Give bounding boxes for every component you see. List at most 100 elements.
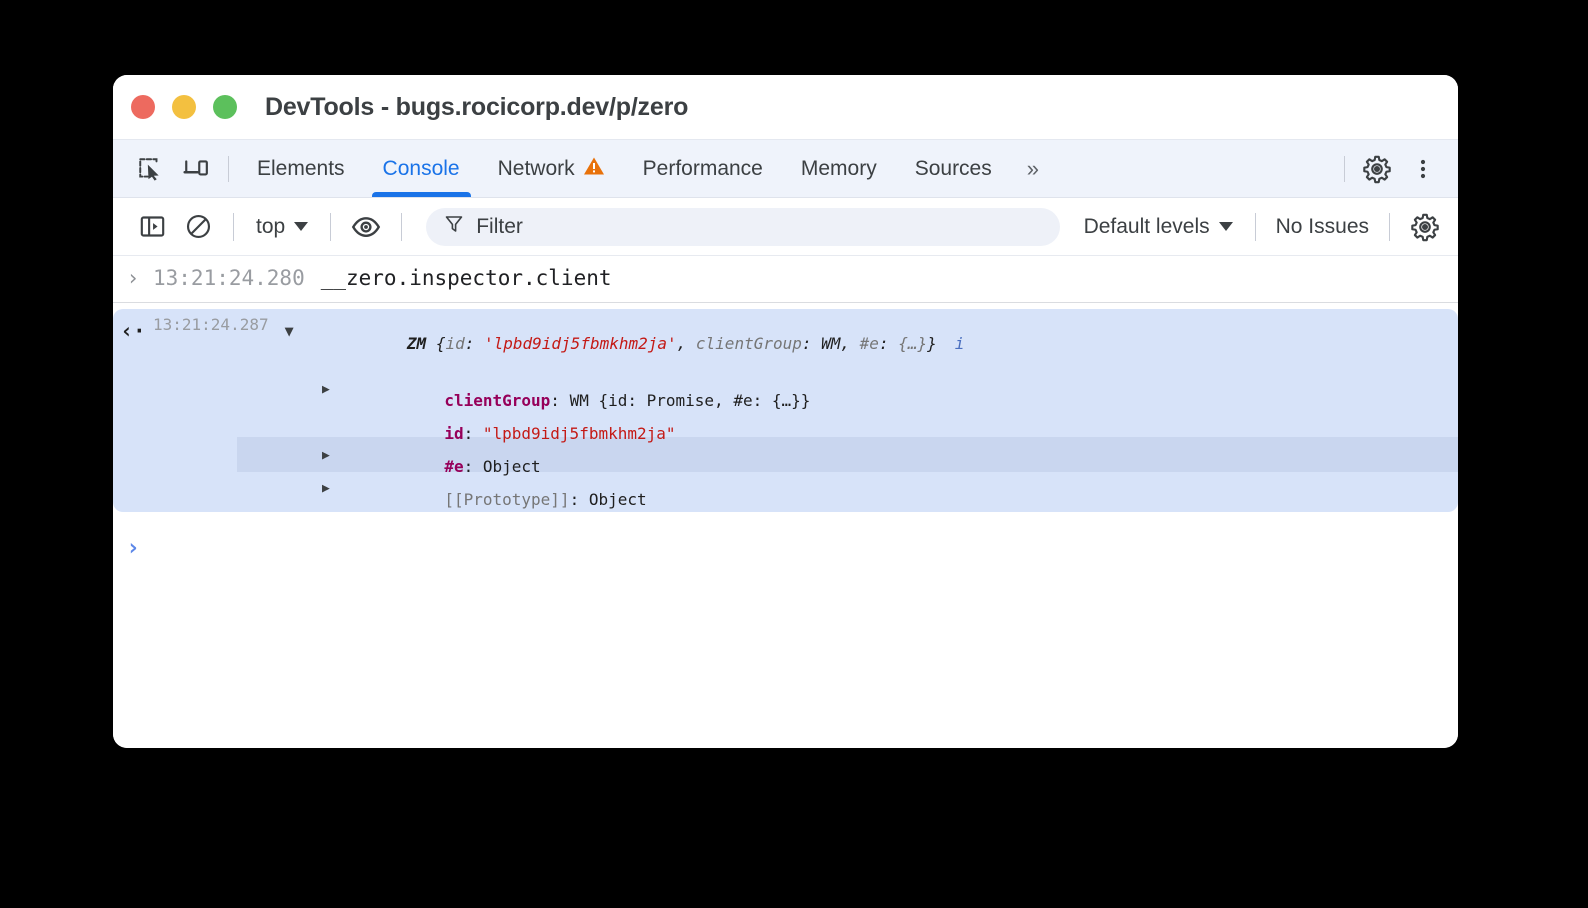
console-sidebar-icon[interactable] — [129, 207, 175, 247]
preview-sep: : — [878, 334, 899, 353]
info-icon[interactable]: i — [954, 334, 965, 353]
property-sep: : — [463, 424, 483, 443]
property-sep: : — [569, 490, 589, 509]
tab-label: Sources — [914, 156, 992, 180]
tab-performance[interactable]: Performance — [624, 140, 782, 197]
preview-value-id: 'lpbd9idj5fbmkhm2ja' — [483, 334, 677, 353]
clear-console-icon[interactable] — [175, 207, 221, 247]
tab-label: Elements — [257, 156, 345, 180]
toolbar-divider — [1389, 212, 1390, 241]
preview-key-clientgroup: clientGroup — [695, 334, 802, 353]
expand-triangle-icon[interactable] — [322, 372, 348, 406]
close-button[interactable] — [131, 95, 155, 119]
property-key: #e — [444, 457, 464, 476]
command-text: __zero.inspector.client — [320, 266, 612, 290]
toolbar-divider — [1254, 212, 1256, 241]
preview-value-e: {…} — [898, 334, 928, 353]
result-timestamp: 13:21:24.287 — [153, 315, 269, 334]
tab-elements[interactable]: Elements — [238, 140, 364, 197]
property-sep: : — [550, 391, 570, 410]
preview-sep: , — [840, 334, 860, 353]
expand-triangle-icon[interactable] — [322, 438, 348, 472]
property-content: id: "lpbd9idj5fbmkhm2ja" — [348, 405, 676, 462]
device-toolbar-icon[interactable] — [173, 149, 219, 189]
log-levels-selector[interactable]: Default levels — [1074, 211, 1243, 243]
preview-sep: : — [464, 334, 484, 353]
chevron-down-icon — [294, 222, 309, 231]
issues-counter[interactable]: No Issues — [1275, 214, 1369, 238]
property-sep: : — [463, 457, 483, 476]
console-command-row[interactable]: › 13:21:24.280 __zero.inspector.client — [113, 256, 1458, 303]
preview-sep: : — [801, 334, 822, 353]
preview-value-clientgroup: WM — [821, 334, 841, 353]
maximize-button[interactable] — [213, 95, 237, 119]
tab-label: Console — [382, 156, 460, 180]
filter-input-wrapper[interactable]: Filter — [426, 207, 1060, 246]
expand-triangle-icon[interactable] — [285, 315, 311, 348]
toolbar-divider — [401, 212, 403, 241]
tab-strip-right-controls — [1335, 149, 1458, 189]
execution-context-selector[interactable]: top — [246, 211, 318, 243]
property-value: Object — [482, 457, 541, 476]
object-constructor-name: ZM — [406, 334, 427, 353]
property-row-e[interactable]: #e: Object — [113, 437, 1458, 476]
console-message-list[interactable]: › 13:21:24.280 __zero.inspector.client ‹… — [113, 256, 1458, 748]
open-brace: { — [426, 334, 446, 353]
window-controls — [131, 95, 237, 119]
eye-icon[interactable] — [343, 207, 389, 247]
devtools-window: DevTools - bugs.rocicorp.dev/p/zero Elem… — [113, 75, 1458, 748]
property-row-clientgroup[interactable]: clientGroup: WM {id: Promise, #e: {…}} — [113, 372, 1458, 410]
log-levels-label: Default levels — [1083, 214, 1210, 238]
filter-funnel-icon — [444, 214, 464, 239]
console-result-message[interactable]: ‹· 13:21:24.287 ZM {id: 'lpbd9idj5fbmkhm… — [113, 309, 1458, 512]
console-settings-gear-icon[interactable] — [1402, 207, 1448, 247]
tab-console[interactable]: Console — [364, 140, 479, 197]
command-chevron-icon: › — [126, 266, 140, 290]
prompt-chevron-icon: › — [126, 534, 140, 561]
chevron-down-icon — [1218, 222, 1233, 231]
property-content: [[Prototype]]: Object — [348, 471, 647, 528]
command-timestamp: 13:21:24.280 — [153, 266, 305, 290]
tab-sources[interactable]: Sources — [896, 140, 1011, 197]
property-value: Object — [588, 490, 647, 509]
property-value: WM {id: Promise, #e: {…}} — [569, 391, 811, 410]
inspect-element-icon[interactable] — [127, 149, 173, 189]
window-title: DevTools - bugs.rocicorp.dev/p/zero — [265, 92, 689, 121]
console-prompt-row[interactable]: › — [113, 512, 1458, 570]
property-key: clientGroup — [444, 391, 551, 410]
filter-input[interactable]: Filter — [476, 214, 523, 238]
toolbar-divider — [1344, 155, 1345, 182]
tab-network[interactable]: Network — [479, 140, 624, 197]
more-options-icon[interactable] — [1400, 149, 1446, 189]
toolbar-divider — [233, 212, 234, 241]
property-content: clientGroup: WM {id: Promise, #e: {…}} — [348, 372, 810, 429]
tab-label: Performance — [642, 156, 763, 180]
property-key: [[Prototype]] — [444, 490, 570, 509]
tab-label: Memory — [800, 156, 877, 180]
execution-context-label: top — [256, 214, 286, 238]
property-value: "lpbd9idj5fbmkhm2ja" — [482, 424, 676, 443]
result-arrow-icon: ‹· — [120, 319, 146, 343]
title-bar: DevTools - bugs.rocicorp.dev/p/zero — [113, 75, 1458, 139]
console-prompt-input[interactable] — [153, 533, 1458, 563]
preview-key-id: id — [445, 334, 465, 353]
close-brace: } — [927, 334, 937, 353]
result-object-preview: ZM {id: 'lpbd9idj5fbmkhm2ja', clientGrou… — [311, 315, 965, 372]
expand-triangle-icon[interactable] — [322, 471, 348, 505]
property-row-id[interactable]: id: "lpbd9idj5fbmkhm2ja" — [113, 405, 1458, 443]
more-tabs-chevron-icon[interactable]: » — [1026, 155, 1039, 181]
console-toolbar: top Filter Default levels No — [113, 198, 1458, 256]
property-content: #e: Object — [348, 438, 541, 495]
toolbar-divider — [330, 212, 332, 241]
property-row-prototype[interactable]: [[Prototype]]: Object — [113, 471, 1458, 509]
minimize-button[interactable] — [172, 95, 196, 119]
toolbar-divider — [228, 155, 229, 182]
result-header-row[interactable]: ‹· 13:21:24.287 ZM {id: 'lpbd9idj5fbmkhm… — [113, 315, 1458, 372]
devtools-tab-strip: Elements Console Network Performance Mem… — [113, 139, 1458, 198]
tab-label: Network — [497, 156, 575, 180]
tab-memory[interactable]: Memory — [782, 140, 896, 197]
preview-sep: , — [676, 334, 696, 353]
settings-gear-icon[interactable] — [1354, 149, 1400, 189]
property-key: id — [444, 424, 464, 443]
preview-key-e: #e — [859, 334, 879, 353]
